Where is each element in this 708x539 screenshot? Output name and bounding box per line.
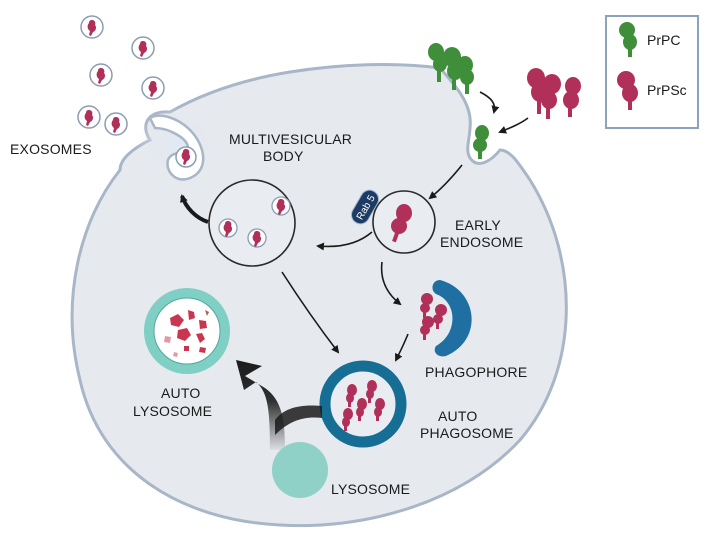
prpsc-icon	[356, 398, 367, 421]
prpc-cluster	[428, 43, 474, 94]
arrow-pit-to-early-endosome	[428, 164, 463, 200]
prpsc-icon	[420, 293, 433, 318]
exosome	[89, 63, 113, 87]
mvb-label-line1: MULTIVESICULAR	[229, 131, 352, 147]
exosome	[80, 15, 104, 39]
autolysosome-label-line1: AUTO	[161, 385, 200, 401]
exosomes-label: EXOSOMES	[10, 141, 92, 157]
arrow-prpc-to-pit	[479, 91, 500, 114]
autophagosome-label-line2: PHAGOSOME	[420, 425, 514, 441]
exosome	[131, 36, 155, 60]
prpsc-icon	[541, 74, 561, 119]
fusion-branch-arrow	[236, 360, 285, 450]
arrow-endosome-to-phagophore	[380, 261, 402, 306]
legend-prpsc-icon	[617, 71, 638, 110]
early-endosome-label-line1: EARLY	[455, 217, 501, 233]
arrow-mvb-to-exosome	[180, 194, 209, 224]
autophagosome-prpsc	[342, 380, 385, 431]
arrow-phagophore-to-autophagosome	[395, 333, 409, 362]
phagophore-prpsc	[420, 293, 447, 340]
legend-prpsc-label: PrPSc	[647, 82, 687, 98]
prpsc-icon	[366, 380, 377, 403]
exosome	[77, 105, 101, 129]
prpsc-icon	[391, 204, 412, 243]
prpc-internalizing	[473, 125, 489, 159]
lysosome-label: LYSOSOME	[331, 481, 410, 497]
autolysosome-label-line2: LYSOSOME	[133, 403, 212, 419]
mvb-label-line2: BODY	[263, 148, 304, 164]
prpsc-icon	[342, 408, 353, 431]
exosome	[104, 112, 128, 136]
rab5-marker: Rab 5	[351, 189, 379, 225]
prpsc-icon	[420, 316, 434, 340]
legend-prpc-icon	[619, 22, 637, 57]
phagophore-label: PHAGOPHORE	[425, 364, 527, 380]
intraluminal-vesicle	[247, 228, 267, 248]
intraluminal-vesicle	[271, 196, 291, 216]
arrow-prpsc-to-pit	[498, 117, 529, 134]
arrow-endosome-to-mvb	[316, 231, 373, 251]
intraluminal-vesicle	[218, 218, 238, 238]
fusion-branch-from-autophagosome	[275, 405, 322, 435]
arrow-mvb-to-autophagosome	[281, 271, 340, 354]
prpsc-icon	[433, 304, 447, 329]
prpsc-cluster	[527, 68, 581, 119]
legend: PrPC PrPSc	[605, 15, 699, 129]
exosomes-group	[77, 15, 165, 136]
legend-prpc-label: PrPC	[647, 32, 680, 48]
autophagosome-label-line1: AUTO	[438, 408, 477, 424]
prpc-icon	[457, 56, 474, 94]
prpsc-icon	[346, 384, 357, 407]
prpsc-icon	[563, 77, 581, 117]
lysosome	[272, 442, 328, 498]
phagophore	[432, 280, 472, 357]
exosome	[141, 76, 165, 100]
mvb-vesicles	[218, 196, 291, 248]
prpsc-icon	[374, 398, 385, 421]
degraded-prpsc-fragments	[164, 310, 209, 357]
early-endosome-label-line2: ENDOSOME	[440, 234, 523, 250]
